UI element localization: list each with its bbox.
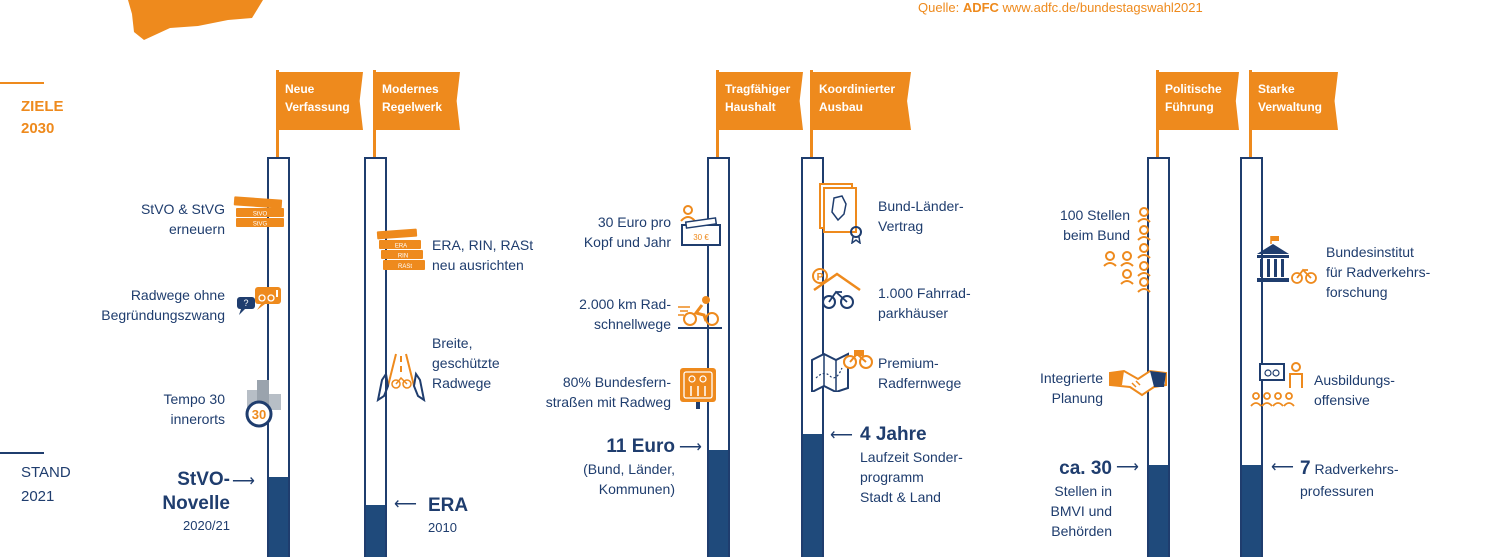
svg-text:P: P [817, 272, 824, 283]
svg-text:30 €: 30 € [693, 233, 709, 242]
arrow-left-icon: ⟵ [830, 427, 853, 444]
source-brand: ADFC [962, 0, 999, 15]
source-note: Quelle: ADFC www.adfc.de/bundestagswahl2… [918, 0, 1203, 15]
status-label: STAND 2021 [21, 461, 101, 509]
svg-text:30: 30 [252, 407, 266, 422]
goal-item: Premium-Radfernwege [878, 355, 962, 391]
law-books-icon: StVO StVG [233, 196, 284, 228]
arrow-right-icon: ⟶ [1116, 459, 1139, 476]
goal-divider [0, 82, 44, 84]
status-value: ca. 30 Stellen in BMVI und Behörden [1050, 458, 1112, 539]
progress-fill [1242, 465, 1261, 557]
training-people-icon [1250, 362, 1303, 407]
wide-bike-lane-icon [376, 353, 426, 403]
svg-text:StVG: StVG [253, 222, 268, 228]
flag-pole [716, 70, 719, 158]
arrow-right-icon: ⟶ [232, 473, 255, 490]
progress-tube [267, 157, 290, 557]
progress-fill [1149, 465, 1168, 557]
arrow-left-icon: ⟵ [1271, 459, 1294, 476]
status-value: ERA 2010 [428, 495, 469, 535]
flag-pole [810, 70, 813, 158]
highway-bike-sign-icon [680, 368, 716, 409]
status-value: 7 Radverkehrs- professuren [1300, 458, 1399, 499]
fast-cyclist-icon [678, 296, 722, 329]
arrow-right-icon: ⟶ [679, 439, 702, 456]
status-value: StVO- Novelle 2020/21 [162, 469, 230, 533]
svg-text:?: ? [243, 298, 248, 308]
source-label: Quelle: [918, 0, 963, 15]
flag-pole [373, 70, 376, 158]
progress-fill [709, 449, 728, 557]
arrow-left-icon: ⟵ [394, 496, 417, 513]
progress-fill [803, 433, 822, 557]
source-url[interactable]: www.adfc.de/bundestagswahl2021 [998, 0, 1203, 15]
svg-text:RIN: RIN [398, 254, 408, 260]
tempo-30-sign-icon: 30 [245, 380, 281, 428]
goal-item: 2.000 km Rad-schnellwege [579, 296, 671, 332]
status-label-line2: 2021 [21, 488, 55, 505]
institute-building-bicycle-icon [1257, 236, 1317, 284]
svg-text:ERA: ERA [395, 244, 407, 250]
staff-people-icon [1103, 207, 1151, 293]
goal-label: ZIELE 2030 [21, 96, 101, 140]
chat-bicycle-icon: ? [237, 287, 281, 315]
flag-pole [1249, 70, 1252, 158]
flag-pole [276, 70, 279, 158]
svg-text:RASt: RASt [398, 264, 412, 270]
progress-tube [1147, 157, 1170, 557]
status-divider [0, 452, 44, 454]
goal-item: Bund-Länder-Vertrag [878, 198, 964, 234]
status-value: 4 Jahre Laufzeit Sonder- programm Stadt … [860, 424, 963, 505]
status-label-line1: STAND [21, 464, 71, 481]
goal-item: Ausbildungs-offensive [1314, 372, 1395, 408]
goal-item: 80% Bundesfern-straßen mit Radweg [545, 374, 671, 410]
germany-map-fragment [128, 0, 263, 40]
bike-parking-icon: P [812, 268, 861, 309]
progress-tube [1240, 157, 1263, 557]
contract-certificate-icon [819, 183, 862, 244]
svg-text:StVO: StVO [253, 212, 268, 218]
goal-label-line1: ZIELE [21, 98, 64, 115]
progress-fill [269, 477, 288, 557]
goal-label-line2: 2030 [21, 120, 55, 137]
goal-item: 1.000 Fahrrad-parkhäuser [878, 285, 971, 321]
money-per-person-icon: 30 € [680, 205, 721, 246]
guidelines-books-icon: ERA RIN RASt [376, 228, 425, 270]
map-bicycle-icon [811, 350, 873, 392]
progress-fill [366, 505, 385, 557]
status-value: 11 Euro (Bund, Länder, Kommunen) [583, 436, 675, 497]
flag-pole [1156, 70, 1159, 158]
handshake-icon [1109, 369, 1167, 397]
progress-tube [707, 157, 730, 557]
